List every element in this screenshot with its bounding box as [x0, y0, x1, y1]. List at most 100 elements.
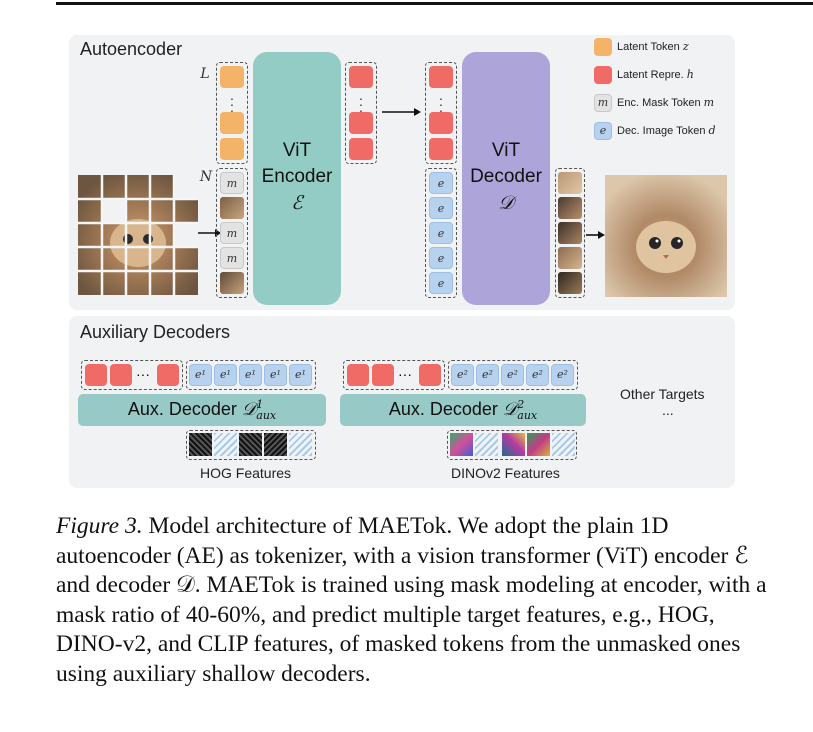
legend-swatch-latent-token	[594, 38, 612, 56]
aux2-latent-column	[343, 360, 445, 390]
label-L: L	[200, 66, 210, 82]
input-image-svg	[78, 175, 198, 295]
output-patch	[558, 172, 582, 194]
latent-repr-token	[157, 364, 179, 386]
arrow-to-decoder	[382, 108, 421, 116]
legend-symbol: z	[682, 40, 689, 53]
mask-token: m	[220, 222, 244, 244]
hog-feature	[264, 433, 287, 456]
legend-mask-token: Enc. Mask Token m	[617, 96, 714, 109]
patch-token-column	[216, 168, 248, 298]
image-token-column	[425, 168, 457, 298]
dino-feature-column	[447, 430, 577, 460]
hog-feature	[239, 433, 262, 456]
legend-latent-repr: Latent Repre. h	[617, 68, 694, 81]
aux-decoder-1-sup: 1	[256, 398, 264, 412]
vit-decoder-block: ViT Decoder 𝒟	[462, 52, 550, 305]
dec-image-token: e	[429, 197, 453, 219]
encoder-line1: ViT	[282, 140, 312, 161]
aux-decoder-1-symbol: 𝒟	[241, 399, 257, 420]
aux-decoder-2-sub: aux	[517, 409, 538, 423]
aux2-mask-token: e²	[476, 364, 499, 386]
latent-repr-token	[429, 66, 453, 88]
dec-image-token: e	[429, 222, 453, 244]
aux1-latent-column	[81, 360, 183, 390]
latent-token	[220, 112, 244, 134]
legend-symbol: h	[686, 68, 694, 81]
latent-repr-token	[110, 364, 132, 386]
other-targets-ellipsis: ...	[662, 402, 674, 418]
vertical-ellipsis: ···	[358, 90, 364, 118]
hog-features-label: HOG Features	[200, 465, 292, 481]
aux1-mask-token: e¹	[289, 364, 312, 386]
mask-token: m	[220, 172, 244, 194]
legend-image-token: Dec. Image Token d	[617, 124, 716, 137]
latent-repr-token	[429, 138, 453, 160]
output-patch	[558, 197, 582, 219]
legend-symbol: d	[708, 124, 716, 137]
latent-token-column	[216, 62, 248, 164]
dec-image-token: e	[429, 247, 453, 269]
latent-repr-token	[372, 364, 394, 386]
hog-feature-column	[186, 430, 316, 460]
encoder-symbol: ℰ	[291, 192, 303, 214]
legend-text: Latent Token	[617, 41, 683, 53]
aux1-mask-token: e¹	[189, 364, 212, 386]
autoencoder-title: Autoencoder	[80, 39, 183, 59]
legend-swatch-image-token: e	[594, 122, 612, 140]
legend-swatch-latent-repr	[594, 66, 612, 84]
latent-repr-token	[429, 112, 453, 134]
reconstructed-image	[605, 175, 727, 297]
vertical-ellipsis: ···	[229, 90, 235, 118]
image-patch-token	[220, 197, 244, 219]
other-targets-label: Other Targets	[620, 386, 705, 402]
aux1-mask-column	[186, 360, 316, 390]
arrow-to-output-image	[586, 231, 605, 239]
figure-label: Figure 3.	[56, 513, 143, 539]
top-rule	[56, 2, 813, 5]
horizontal-ellipsis: ···	[398, 366, 412, 382]
output-patch	[558, 272, 582, 294]
legend-text: Enc. Mask Token	[617, 97, 704, 109]
reconstructed-image-svg	[605, 175, 727, 297]
hog-feature-masked	[214, 433, 237, 456]
vit-encoder-block: ViT Encoder ℰ	[253, 52, 341, 305]
hog-feature	[189, 433, 212, 456]
latent-repr-token	[85, 364, 107, 386]
latent-token	[220, 138, 244, 160]
latent-token	[220, 66, 244, 88]
aux2-mask-token: e²	[451, 364, 474, 386]
input-image-patches	[78, 175, 198, 295]
output-patch	[558, 247, 582, 269]
vertical-ellipsis: ···	[438, 90, 444, 118]
dino-feature-masked	[475, 433, 498, 456]
label-N: N	[199, 169, 213, 185]
dino-feature	[450, 433, 473, 456]
aux2-mask-token: e²	[501, 364, 524, 386]
latent-repr-token	[419, 364, 441, 386]
aux-decoder-1-text: Aux. Decoder	[127, 399, 242, 419]
latent-repr-column-in	[425, 62, 457, 164]
legend-text: Dec. Image Token	[617, 125, 709, 137]
legend-latent-token: Latent Token z	[617, 40, 689, 53]
latent-repr-column-out	[345, 62, 377, 164]
aux1-mask-token: e¹	[264, 364, 287, 386]
dino-feature	[527, 433, 550, 456]
horizontal-ellipsis: ···	[136, 366, 150, 382]
caption-text: Model architecture of MAETok. We adopt t…	[56, 513, 767, 687]
dino-features-label: DINOv2 Features	[451, 465, 560, 481]
dino-feature-masked	[552, 433, 575, 456]
output-patch-column	[555, 168, 585, 298]
dec-image-token: e	[429, 172, 453, 194]
dino-feature	[502, 433, 525, 456]
aux-decoder-1-sub: aux	[256, 409, 277, 423]
aux-decoder-2-symbol: 𝒟	[502, 399, 518, 420]
legend-swatch-mask-token: m	[594, 94, 612, 112]
latent-repr-token	[349, 112, 373, 134]
image-patch-token	[220, 272, 244, 294]
aux-decoder-2-text: Aux. Decoder	[388, 399, 503, 419]
latent-repr-token	[349, 66, 373, 88]
aux2-mask-token: e²	[551, 364, 574, 386]
